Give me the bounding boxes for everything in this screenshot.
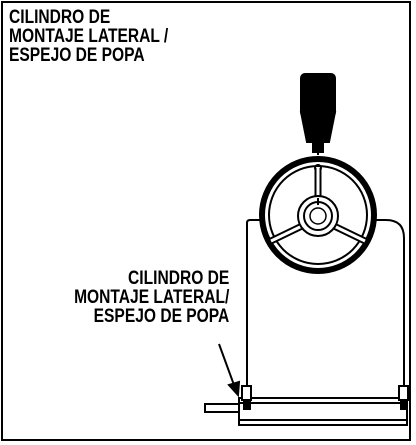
title-line-1: CILINDRO DE	[9, 7, 111, 28]
callout-line-2: MONTAJE LATERAL/	[73, 287, 229, 308]
oil-bottle-icon	[299, 73, 337, 166]
callout-arrow	[218, 343, 241, 398]
title-line-3: ESPEJO DE POPA	[9, 45, 145, 66]
steering-wheel-icon	[259, 156, 377, 274]
title-line-2: MONTAJE LATERAL /	[9, 26, 169, 47]
cylinder-callout-label: CILINDRO DE MONTAJE LATERAL/ ESPEJO DE P…	[74, 269, 229, 326]
diagram-title: CILINDRO DE MONTAJE LATERAL / ESPEJO DE …	[9, 8, 168, 65]
mounting-cylinder-icon	[204, 385, 409, 426]
callout-line-1: CILINDRO DE	[127, 268, 229, 289]
helm-support-lines	[246, 219, 405, 397]
diagram-frame	[1, 1, 411, 441]
callout-line-3: ESPEJO DE POPA	[93, 306, 230, 327]
